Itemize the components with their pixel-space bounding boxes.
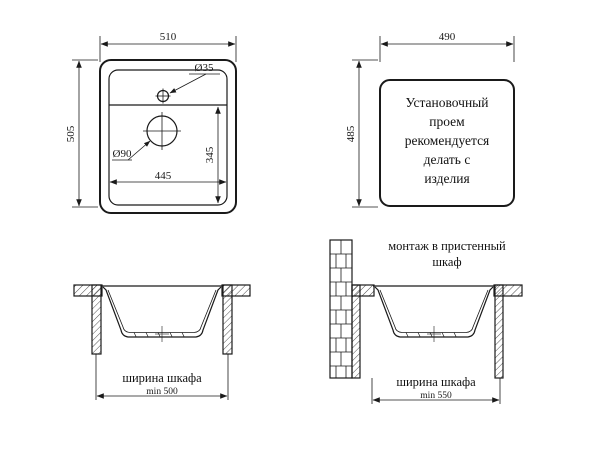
dim-label-445: 445 <box>155 170 172 182</box>
bowl-bottom-hatch-right <box>405 332 457 337</box>
dim-label-drain-hole: Ø90 <box>113 148 132 160</box>
dim-label-faucet-hole: Ø35 <box>195 62 214 74</box>
cutout-note-line-3: рекомендуется <box>405 133 490 148</box>
sink-outer-body <box>99 59 237 214</box>
cutout-note-line-4: делать с <box>424 152 471 167</box>
cabinet-right-wall <box>222 284 233 355</box>
freestanding-section-group: ширина шкафа min 500 <box>73 284 251 400</box>
countertop-right-slab <box>221 284 251 297</box>
caption-cabinet-width-right: ширина шкафа <box>396 375 476 389</box>
dim-label-505: 505 <box>65 125 77 142</box>
heading-wall-mount-line-1: монтаж в пристенный <box>388 239 506 253</box>
wall-mounted-section-group: монтаж в пристенный шкаф <box>329 239 523 404</box>
dim-label-510: 510 <box>160 31 177 43</box>
faucet-leader-line <box>169 73 207 94</box>
cabinet-left-wall <box>91 284 102 355</box>
cutout-extension-lines <box>352 36 515 208</box>
cutout-note-line-2: проем <box>429 114 465 129</box>
sink-extension-lines <box>72 36 237 208</box>
cabinet-width-extension-lines-right <box>371 378 501 404</box>
caption-cabinet-min-left: min 500 <box>146 387 178 397</box>
center-mark-left-section <box>155 326 169 342</box>
heading-wall-mount-line-2: шкаф <box>432 255 461 269</box>
drain-hole-group: Ø90 <box>112 112 181 161</box>
cutout-panel-box <box>379 79 515 207</box>
cutout-note-line-5: изделия <box>424 171 469 186</box>
sink-inner-rim <box>108 69 228 206</box>
countertop-right-slab-wall <box>493 284 523 297</box>
cabinet-width-extension-lines-left <box>95 354 229 400</box>
brick-pattern <box>330 240 352 378</box>
faucet-hole-group: Ø35 <box>155 62 220 104</box>
center-mark-right-section <box>427 326 441 342</box>
cabinet-right-wall-wallmount <box>494 284 504 379</box>
countertop-left-slab <box>73 284 103 297</box>
cutout-note-line-1: Установочный <box>406 95 489 110</box>
dim-label-345: 345 <box>204 146 216 163</box>
sink-top-view-group: 510 505 Ø35 <box>65 31 237 214</box>
caption-cabinet-width-left: ширина шкафа <box>122 371 202 385</box>
caption-cabinet-min-right: min 550 <box>420 391 452 401</box>
drain-leader-line <box>127 140 151 161</box>
dim-label-485: 485 <box>345 125 357 142</box>
dim-label-490: 490 <box>439 31 456 43</box>
bowl-bottom-hatch-left <box>133 332 185 337</box>
cutout-note-panel-group: 490 485 Установочный проем рекомендуется… <box>345 31 515 208</box>
cabinet-left-wall-wallmount <box>351 284 361 379</box>
